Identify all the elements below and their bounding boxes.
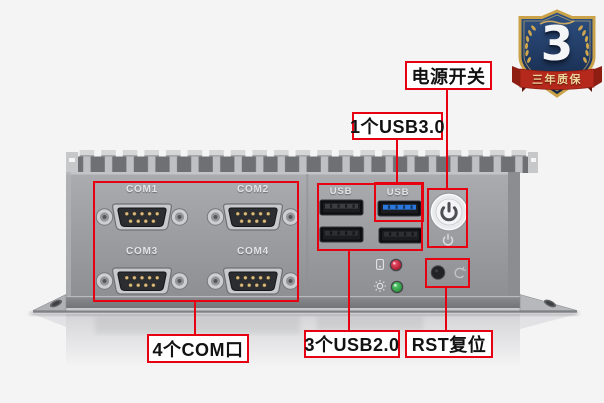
rst-highlight-box	[425, 258, 470, 288]
hdd-led	[389, 258, 403, 272]
hdd-led-icon	[376, 258, 384, 270]
com-label: 4个COM口	[147, 334, 249, 363]
power-highlight-box	[427, 188, 468, 248]
com-highlight-box	[93, 181, 299, 302]
power-button	[429, 192, 469, 232]
power-led	[390, 280, 404, 294]
power-led-icon	[374, 280, 386, 292]
com2-silkscreen: COM2	[236, 184, 270, 195]
reset-button	[430, 265, 446, 280]
power-label: 电源开关	[405, 61, 492, 90]
reset-icon	[454, 266, 466, 279]
heatsink-fins	[78, 150, 530, 173]
badge-ribbon	[512, 66, 602, 92]
warranty-badge	[512, 9, 602, 98]
usb2-label: 3个USB2.0	[304, 330, 400, 358]
usb2-leader-line	[348, 251, 350, 331]
badge-ribbon-label: 三年质保	[532, 74, 582, 86]
usb3-label: 1个USB3.0	[350, 112, 445, 140]
rst-label: RST复位	[405, 330, 493, 358]
usb3-highlight-box	[374, 182, 424, 222]
usb-silkscreen-right: USB	[386, 187, 410, 198]
badge-laurel-right	[578, 25, 590, 63]
badge-brand-script-icon	[539, 20, 575, 25]
com3-silkscreen: COM3	[125, 246, 159, 257]
power-symbol-silkscreen-icon	[442, 233, 454, 246]
badge-laurel-left	[524, 25, 536, 63]
usb3-leader-line	[396, 139, 398, 183]
badge-number: 3	[540, 17, 574, 72]
power-leader-line	[446, 90, 448, 188]
com4-silkscreen: COM4	[236, 246, 270, 257]
rst-leader-line	[445, 288, 447, 331]
com-leader-line	[194, 302, 196, 335]
floor-reflection	[30, 311, 578, 368]
com1-silkscreen: COM1	[125, 184, 159, 195]
power-icon	[440, 202, 458, 222]
usb-silkscreen-left: USB	[329, 186, 353, 197]
